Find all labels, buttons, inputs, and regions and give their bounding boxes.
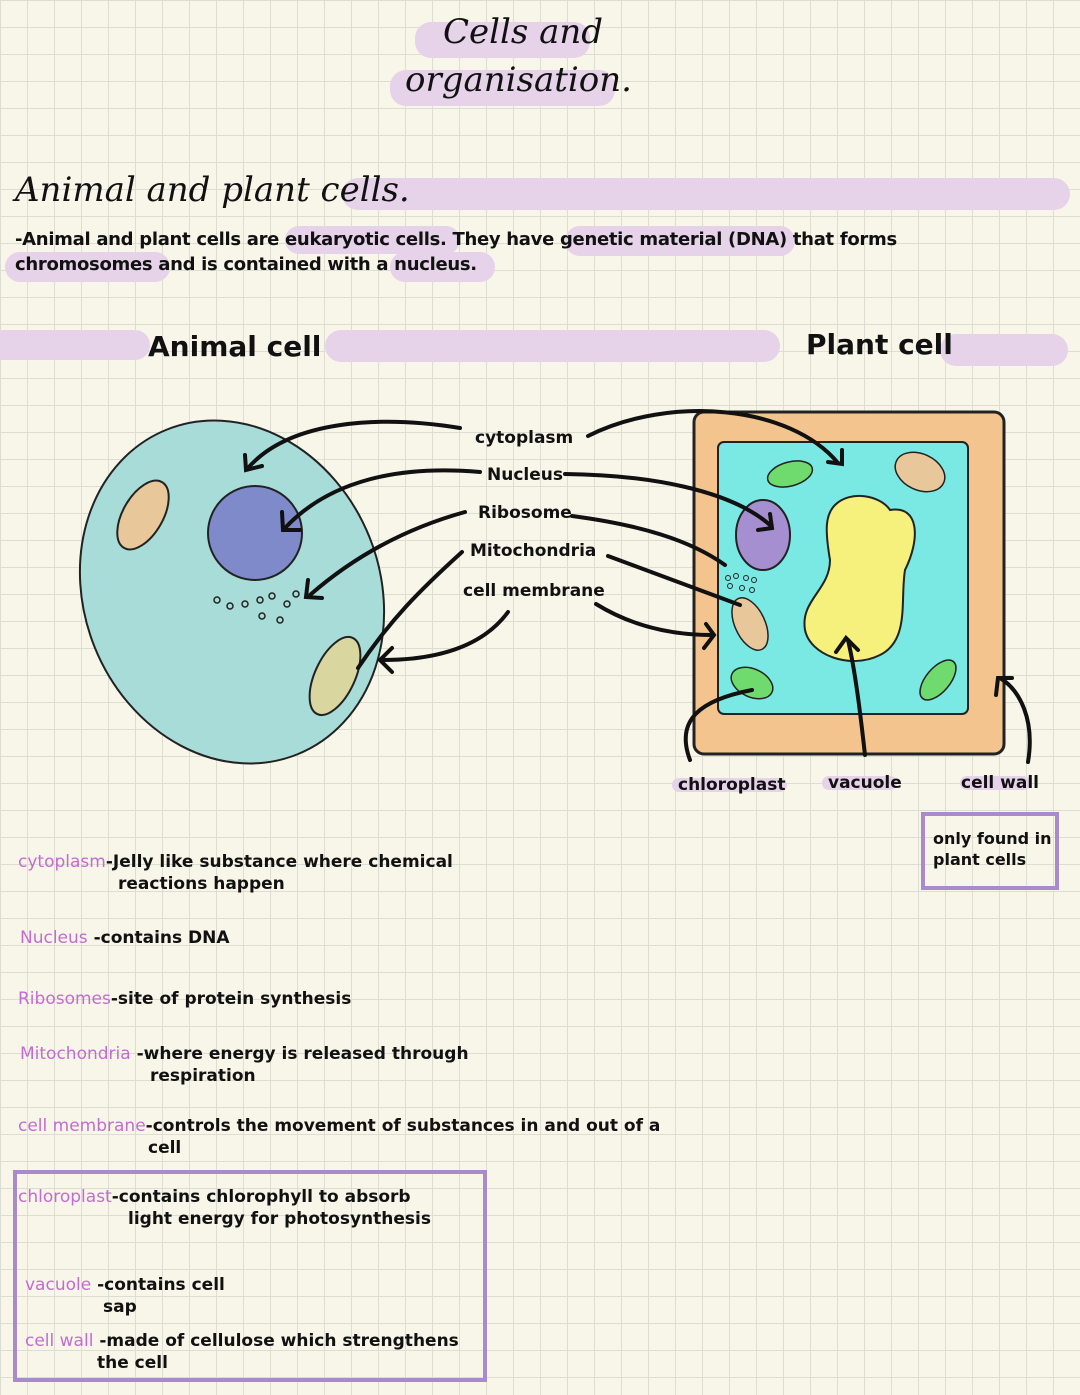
- definition-text: -controls the movement of substances in …: [145, 1116, 661, 1136]
- term: Mitochondria: [20, 1044, 131, 1064]
- title-highlight: [390, 70, 615, 106]
- definition-text: -site of protein synthesis: [110, 989, 352, 1009]
- definition-cytoplasm: cytoplasm-Jelly like substance where che…: [18, 851, 453, 895]
- intro-line1: -Animal and plant cells are eukaryotic c…: [15, 229, 897, 250]
- section-heading: Animal and plant cells.: [15, 170, 410, 210]
- definition-cell-membrane: cell membrane-controls the movement of s…: [18, 1115, 660, 1159]
- definition-text: -where energy is released through: [136, 1044, 469, 1064]
- label-highlight: [822, 776, 897, 790]
- note-line1: only found in: [933, 829, 1052, 848]
- plant-cell: [692, 410, 1006, 756]
- label-highlight: [672, 778, 787, 792]
- animal-cytoplasm: [78, 419, 386, 765]
- animal-cell-heading: Animal cell: [148, 330, 322, 363]
- animal-ribosomes: [213, 590, 300, 624]
- title-highlight: [415, 22, 590, 58]
- definition-chloroplast: chloroplast-contains chlorophyll to abso…: [18, 1186, 431, 1230]
- definition-text: reactions happen: [118, 874, 285, 894]
- label-vacuole: vacuole: [828, 773, 902, 793]
- intro-line2: chromosomes and is contained with a nucl…: [15, 254, 477, 275]
- term: Ribosomes: [18, 989, 111, 1009]
- animal-mitochondria: [116, 479, 170, 551]
- plant-mitochondria: [894, 451, 946, 493]
- label-cell-wall: cell wall: [961, 773, 1040, 793]
- term: chloroplast: [18, 1187, 112, 1207]
- plant-only-note: only found in plant cells: [933, 828, 1052, 870]
- definition-text: -contains cell: [97, 1275, 225, 1295]
- label-chloroplast: chloroplast: [678, 775, 786, 795]
- definition-text: -contains DNA: [93, 928, 230, 948]
- definition-text: respiration: [150, 1066, 256, 1086]
- definition-text: the cell: [97, 1353, 168, 1373]
- definition-text: cell: [148, 1138, 182, 1158]
- definition-text: sap: [103, 1297, 137, 1317]
- animal-mitochondria: [308, 636, 362, 716]
- plant-nucleus: [735, 499, 791, 571]
- label-highlight: [960, 776, 1030, 790]
- plant-vacuole: [803, 494, 916, 662]
- plant-only-definitions-box: [13, 1170, 487, 1382]
- term: vacuole: [25, 1275, 92, 1295]
- label-nucleus: Nucleus: [487, 465, 563, 485]
- text-highlight: [565, 226, 795, 256]
- definition-mitochondria: Mitochondria -where energy is released t…: [20, 1043, 469, 1087]
- heading-highlight: [342, 178, 1070, 210]
- note-line2: plant cells: [933, 850, 1027, 869]
- plant-ribosomes: [725, 573, 757, 593]
- term: cell wall: [25, 1331, 94, 1351]
- term: Nucleus: [20, 928, 88, 948]
- term: cytoplasm: [18, 852, 106, 872]
- label-arrows: [243, 409, 1032, 764]
- animal-cell: [78, 419, 386, 765]
- definition-text: -contains chlorophyll to absorb: [111, 1187, 411, 1207]
- subheading-highlight: [0, 330, 150, 360]
- label-ribosome: Ribosome: [478, 503, 572, 523]
- plant-chloroplast: [766, 460, 814, 488]
- page-title-line1: Cells and: [443, 12, 604, 52]
- term: cell membrane: [18, 1116, 146, 1136]
- subheading-highlight: [325, 330, 780, 362]
- plant-only-note-box: [921, 812, 1059, 890]
- plant-cell-heading: Plant cell: [806, 328, 953, 361]
- label-mitochondria: Mitochondria: [470, 541, 597, 561]
- definition-ribosomes: Ribosomes-site of protein synthesis: [18, 988, 351, 1010]
- definition-nucleus: Nucleus -contains DNA: [20, 927, 230, 949]
- text-highlight: [285, 226, 460, 254]
- definition-text: -made of cellulose which strengthens: [99, 1331, 459, 1351]
- text-highlight: [5, 252, 170, 282]
- label-cell-membrane: cell membrane: [463, 581, 605, 601]
- plant-chloroplast: [919, 659, 957, 701]
- subheading-highlight: [940, 334, 1068, 366]
- definition-text: -Jelly like substance where chemical: [105, 852, 453, 872]
- page-title-line2: organisation.: [405, 60, 632, 100]
- definition-text: light energy for photosynthesis: [128, 1209, 431, 1229]
- definition-cell-wall: cell wall -made of cellulose which stren…: [25, 1330, 459, 1374]
- animal-nucleus: [207, 485, 303, 581]
- label-cytoplasm: cytoplasm: [475, 428, 574, 448]
- plant-mitochondria: [731, 597, 769, 651]
- text-highlight: [390, 252, 495, 282]
